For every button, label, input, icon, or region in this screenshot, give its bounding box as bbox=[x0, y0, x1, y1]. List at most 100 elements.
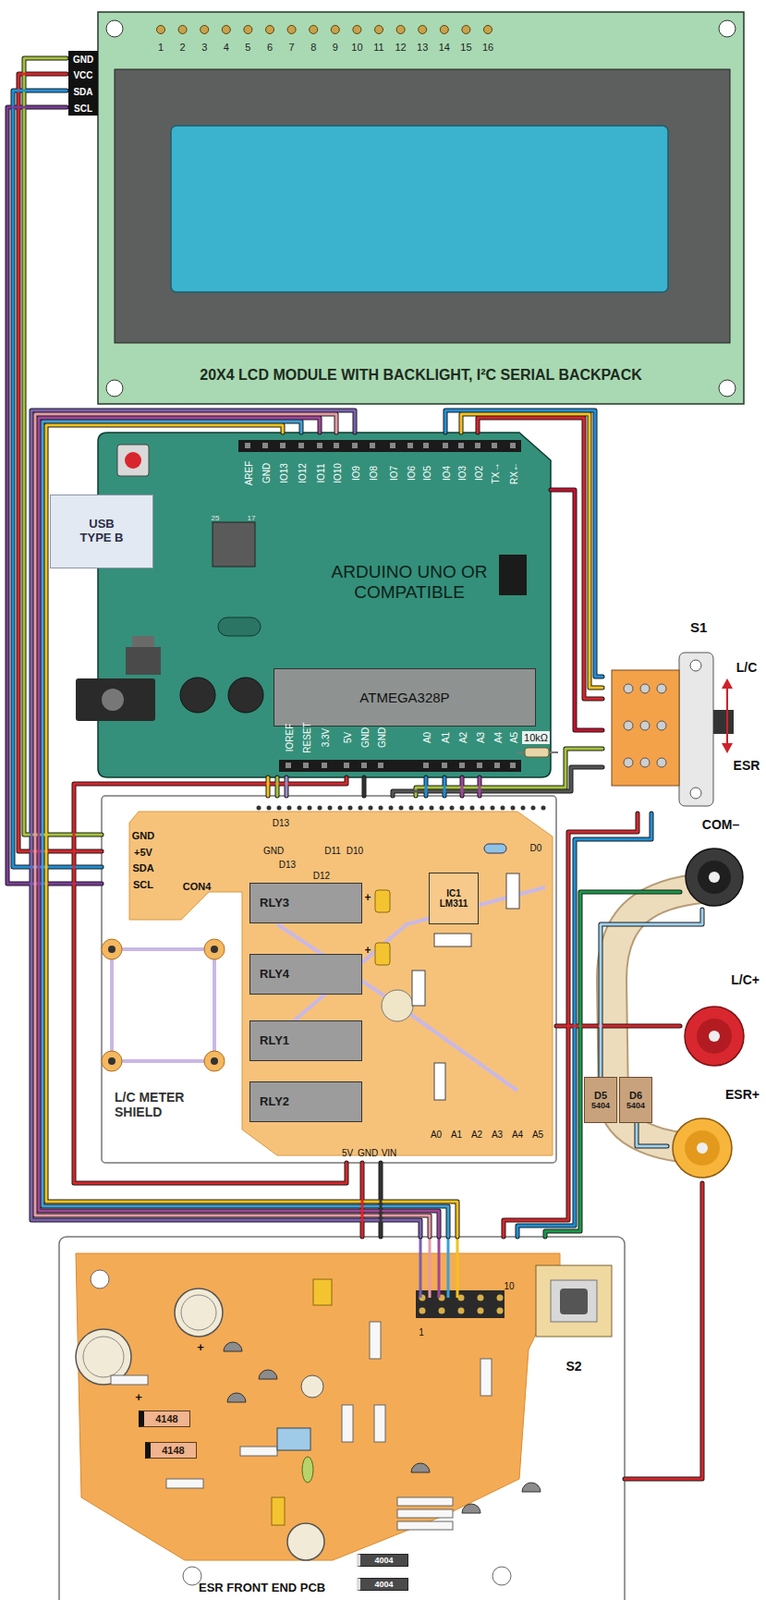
arduino-drawing bbox=[180, 677, 216, 713]
header-pin bbox=[244, 442, 251, 449]
diode: D65404 bbox=[619, 1076, 653, 1123]
pin-hole bbox=[256, 805, 262, 811]
wire bbox=[415, 748, 603, 796]
pin-label: TX→ bbox=[490, 462, 501, 485]
slide-switch-drawing bbox=[690, 659, 702, 671]
label-anchor: A2 bbox=[454, 731, 470, 743]
pin-label: IO10 bbox=[332, 462, 343, 484]
diode: D55404 bbox=[583, 1076, 618, 1123]
pin-label: + bbox=[134, 1389, 143, 1404]
esr-pcb-drawing bbox=[223, 1341, 243, 1351]
pin-label: 6 bbox=[267, 41, 273, 53]
arduino-drawing bbox=[75, 432, 551, 778]
pin-label: VIN bbox=[381, 1147, 398, 1158]
pin-hole bbox=[429, 805, 435, 811]
pin-label: GND bbox=[263, 845, 284, 856]
lcd-module-drawing bbox=[114, 69, 730, 343]
wire bbox=[624, 1182, 703, 1479]
esr-pcb-drawing bbox=[559, 1288, 588, 1314]
label-anchor: L/C bbox=[736, 659, 758, 675]
header-pin bbox=[321, 762, 328, 768]
wire bbox=[46, 425, 458, 1237]
switch-lug bbox=[623, 720, 633, 730]
wire bbox=[461, 777, 464, 796]
switch-lug bbox=[640, 683, 650, 694]
pin-label: D11 bbox=[324, 845, 341, 856]
wire bbox=[456, 1236, 460, 1298]
shield-drawing bbox=[277, 924, 518, 1091]
label-anchor: 2 bbox=[180, 38, 186, 54]
pin-label: 9 bbox=[332, 41, 339, 53]
pin-label: 5 bbox=[244, 41, 251, 53]
wire bbox=[636, 1122, 668, 1146]
node-text: L/C METER SHIELD bbox=[114, 1089, 226, 1119]
pin-label: RESET bbox=[302, 721, 313, 753]
header-pin bbox=[474, 442, 481, 449]
pin-label: L/C bbox=[736, 659, 758, 675]
pin-label: GND bbox=[72, 54, 94, 65]
pin-label: 7 bbox=[289, 41, 295, 53]
label-anchor: 5 bbox=[244, 38, 251, 54]
resistor-symbol bbox=[524, 747, 549, 757]
terminal-post bbox=[684, 1130, 720, 1166]
terminal-post bbox=[684, 1006, 744, 1066]
arduino-drawing bbox=[228, 677, 264, 713]
lcd-module-drawing bbox=[97, 12, 744, 404]
lcd-module-drawing bbox=[170, 125, 669, 292]
pin-hole bbox=[470, 805, 475, 811]
label-anchor: A0 bbox=[430, 1125, 442, 1141]
label-anchor: SCL bbox=[73, 99, 93, 115]
header-pin bbox=[484, 25, 493, 35]
pin-label: A3 bbox=[475, 731, 487, 743]
label-anchor: IO3 bbox=[453, 465, 469, 481]
shield-drawing bbox=[204, 1050, 225, 1071]
esr-pcb-drawing bbox=[258, 1369, 278, 1379]
pin-label: 2 bbox=[180, 41, 186, 53]
label-anchor: IO9 bbox=[347, 465, 363, 481]
label-anchor: IO10 bbox=[328, 462, 344, 484]
pin-label: 16 bbox=[482, 41, 494, 53]
pin-hole bbox=[399, 805, 404, 811]
header-pin bbox=[462, 25, 471, 35]
diode: 4148 bbox=[145, 1441, 197, 1459]
pin-hole bbox=[297, 805, 303, 811]
esr-pcb-drawing bbox=[227, 1392, 246, 1402]
pin-label: SDA bbox=[132, 862, 154, 874]
esr-pcb-drawing bbox=[59, 1236, 625, 1600]
header-pin bbox=[343, 762, 350, 768]
arduino-drawing bbox=[125, 646, 161, 675]
pin-label: 10 bbox=[351, 41, 363, 53]
label-anchor: IO5 bbox=[418, 465, 434, 481]
wire-outline bbox=[275, 777, 280, 796]
header-pin bbox=[285, 762, 292, 768]
header-pin bbox=[262, 442, 268, 449]
slide-switch-drawing bbox=[690, 787, 702, 799]
label-anchor: A3 bbox=[491, 1125, 503, 1141]
label-anchor: GND bbox=[132, 826, 155, 842]
header-pin bbox=[418, 25, 427, 35]
header-pin bbox=[352, 25, 362, 35]
label-anchor: RESET bbox=[298, 721, 314, 753]
pin-label: A0 bbox=[430, 1129, 442, 1140]
shield-drawing bbox=[108, 945, 116, 953]
pin-label: VCC bbox=[72, 70, 93, 81]
pin-label: 4 bbox=[223, 41, 230, 53]
pin-hole bbox=[460, 805, 465, 811]
pin-hole bbox=[449, 805, 455, 811]
pin-label: SDA bbox=[72, 86, 93, 98]
pin-label: GND bbox=[132, 829, 155, 841]
label-anchor: 16 bbox=[482, 38, 494, 54]
esr-pcb-drawing bbox=[302, 1456, 314, 1483]
node-text: S2 bbox=[565, 1358, 582, 1374]
node-text: 4148 bbox=[161, 1444, 184, 1457]
label-anchor: + bbox=[134, 1388, 143, 1404]
header-pin bbox=[298, 442, 304, 449]
wire bbox=[267, 777, 270, 796]
label-anchor: A5 bbox=[532, 1125, 544, 1141]
pin-hole bbox=[267, 805, 272, 811]
arduino-drawing bbox=[124, 451, 142, 469]
slide-switch-drawing bbox=[721, 678, 733, 689]
pin-label: A2 bbox=[458, 731, 469, 743]
header-pin bbox=[494, 762, 500, 768]
esr-pcb-drawing bbox=[59, 1236, 625, 1600]
